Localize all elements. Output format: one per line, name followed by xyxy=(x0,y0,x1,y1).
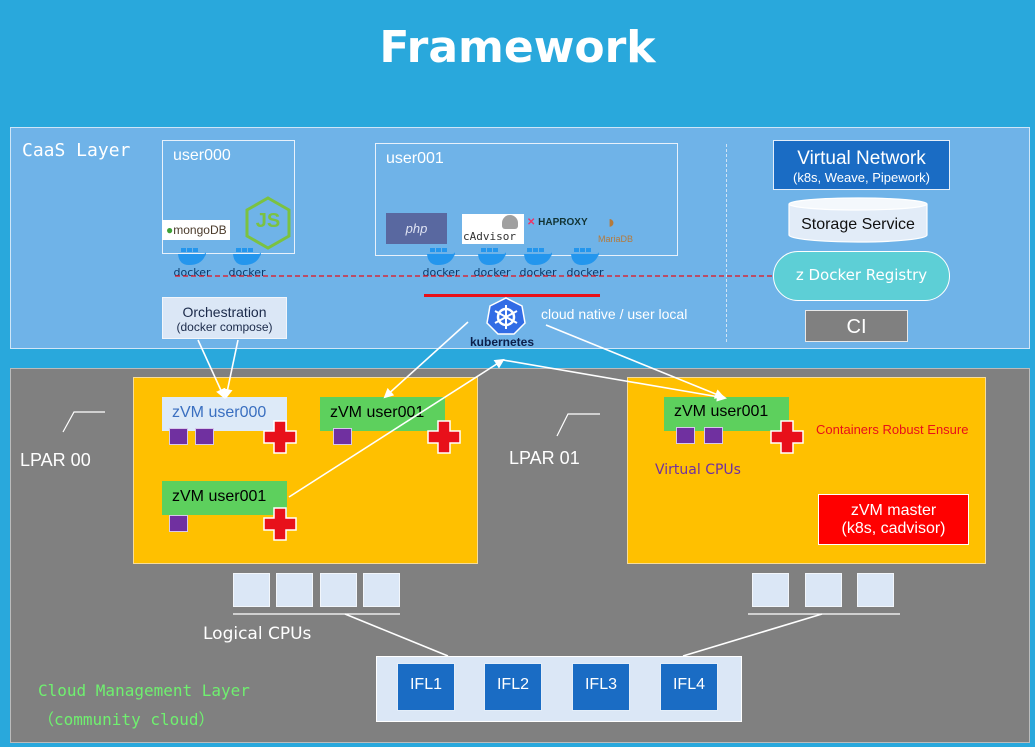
zvm-master-label: zVM master xyxy=(850,502,937,519)
zvm-user001: zVM user001 xyxy=(162,481,287,515)
docker-icon: docker xyxy=(421,246,461,279)
php-logo: php xyxy=(386,213,447,244)
ifl-chip: IFL3 xyxy=(572,663,630,711)
caas-layer-label: CaaS Layer xyxy=(22,140,131,161)
cloud-mgmt-sublabel: （community cloud） xyxy=(38,710,215,729)
health-cross-icon xyxy=(770,420,804,454)
storage-service-cylinder: Storage Service xyxy=(788,197,928,243)
virtual-network-label: Virtual Network xyxy=(797,148,926,169)
seal-icon: ◗ xyxy=(606,212,617,232)
docker-icon: docker xyxy=(518,246,558,279)
vcpu-chip xyxy=(169,428,188,445)
divider xyxy=(726,144,727,342)
ifl-chip: IFL4 xyxy=(660,663,718,711)
lpar01-label: LPAR 01 xyxy=(509,448,580,468)
cloud-mgmt-label: Cloud Management Layer xyxy=(38,681,250,700)
cadvisor-logo: cAdvisor xyxy=(462,214,524,244)
docker-icon: docker xyxy=(172,246,212,279)
haproxy-logo: ✕ HAPROXY xyxy=(527,217,588,228)
vcpu-chip xyxy=(704,427,723,444)
page-title: Framework xyxy=(379,22,656,73)
zvm-user000: zVM user000 xyxy=(162,397,287,431)
owl-icon xyxy=(502,215,518,229)
mariadb-logo: ◗ MariaDB xyxy=(598,212,634,244)
health-cross-icon xyxy=(263,420,297,454)
health-cross-icon xyxy=(427,420,461,454)
lpar00-label: LPAR 00 xyxy=(20,450,91,470)
zvm-master-sublabel: (k8s, cadvisor) xyxy=(841,520,946,537)
cloud-native-label: cloud native / user local xyxy=(541,306,688,322)
logical-cpu xyxy=(805,573,842,607)
ifl-chip: IFL2 xyxy=(484,663,542,711)
docker-icon: docker xyxy=(565,246,605,279)
ci-box: CI xyxy=(805,310,908,342)
logical-cpu xyxy=(857,573,894,607)
virtual-cpus-label: Virtual CPUs xyxy=(655,462,741,478)
orchestration-box: Orchestration (docker compose) xyxy=(162,297,287,339)
user000-label: user000 xyxy=(173,147,231,164)
orchestration-label: Orchestration xyxy=(182,304,267,320)
docker-icon: docker xyxy=(472,246,512,279)
kubernetes-icon xyxy=(486,297,526,335)
virtual-network-box: Virtual Network (k8s, Weave, Pipework) xyxy=(773,140,950,190)
vcpu-chip xyxy=(676,427,695,444)
zvm-user001: zVM user001 xyxy=(664,397,789,431)
docker-icon: docker xyxy=(227,246,267,279)
kubernetes-bar xyxy=(424,294,600,297)
docker-registry: z Docker Registry xyxy=(773,251,950,301)
logical-cpu xyxy=(233,573,270,607)
logical-cpu xyxy=(752,573,789,607)
user001-label: user001 xyxy=(386,150,444,167)
mongodb-logo: ●mongoDB xyxy=(162,220,230,240)
logical-cpu xyxy=(363,573,400,607)
zvm-master-box: zVM master (k8s, cadvisor) xyxy=(818,494,969,545)
vcpu-chip xyxy=(195,428,214,445)
vcpu-chip xyxy=(333,428,352,445)
storage-service-label: Storage Service xyxy=(801,216,915,233)
containers-robust-label: Containers Robust Ensure xyxy=(816,422,969,437)
nodejs-logo: JS xyxy=(245,196,291,250)
vcpu-chip xyxy=(169,515,188,532)
health-cross-icon xyxy=(263,507,297,541)
user000-box: user000 xyxy=(162,140,295,254)
logical-cpu xyxy=(320,573,357,607)
logical-cpu xyxy=(276,573,313,607)
ifl-chip: IFL1 xyxy=(397,663,455,711)
virtual-network-sublabel: (k8s, Weave, Pipework) xyxy=(792,170,931,185)
logical-cpus-label: Logical CPUs xyxy=(203,624,312,644)
orchestration-sublabel: (docker compose) xyxy=(176,320,273,334)
kubernetes-label: kubernetes xyxy=(470,335,535,349)
